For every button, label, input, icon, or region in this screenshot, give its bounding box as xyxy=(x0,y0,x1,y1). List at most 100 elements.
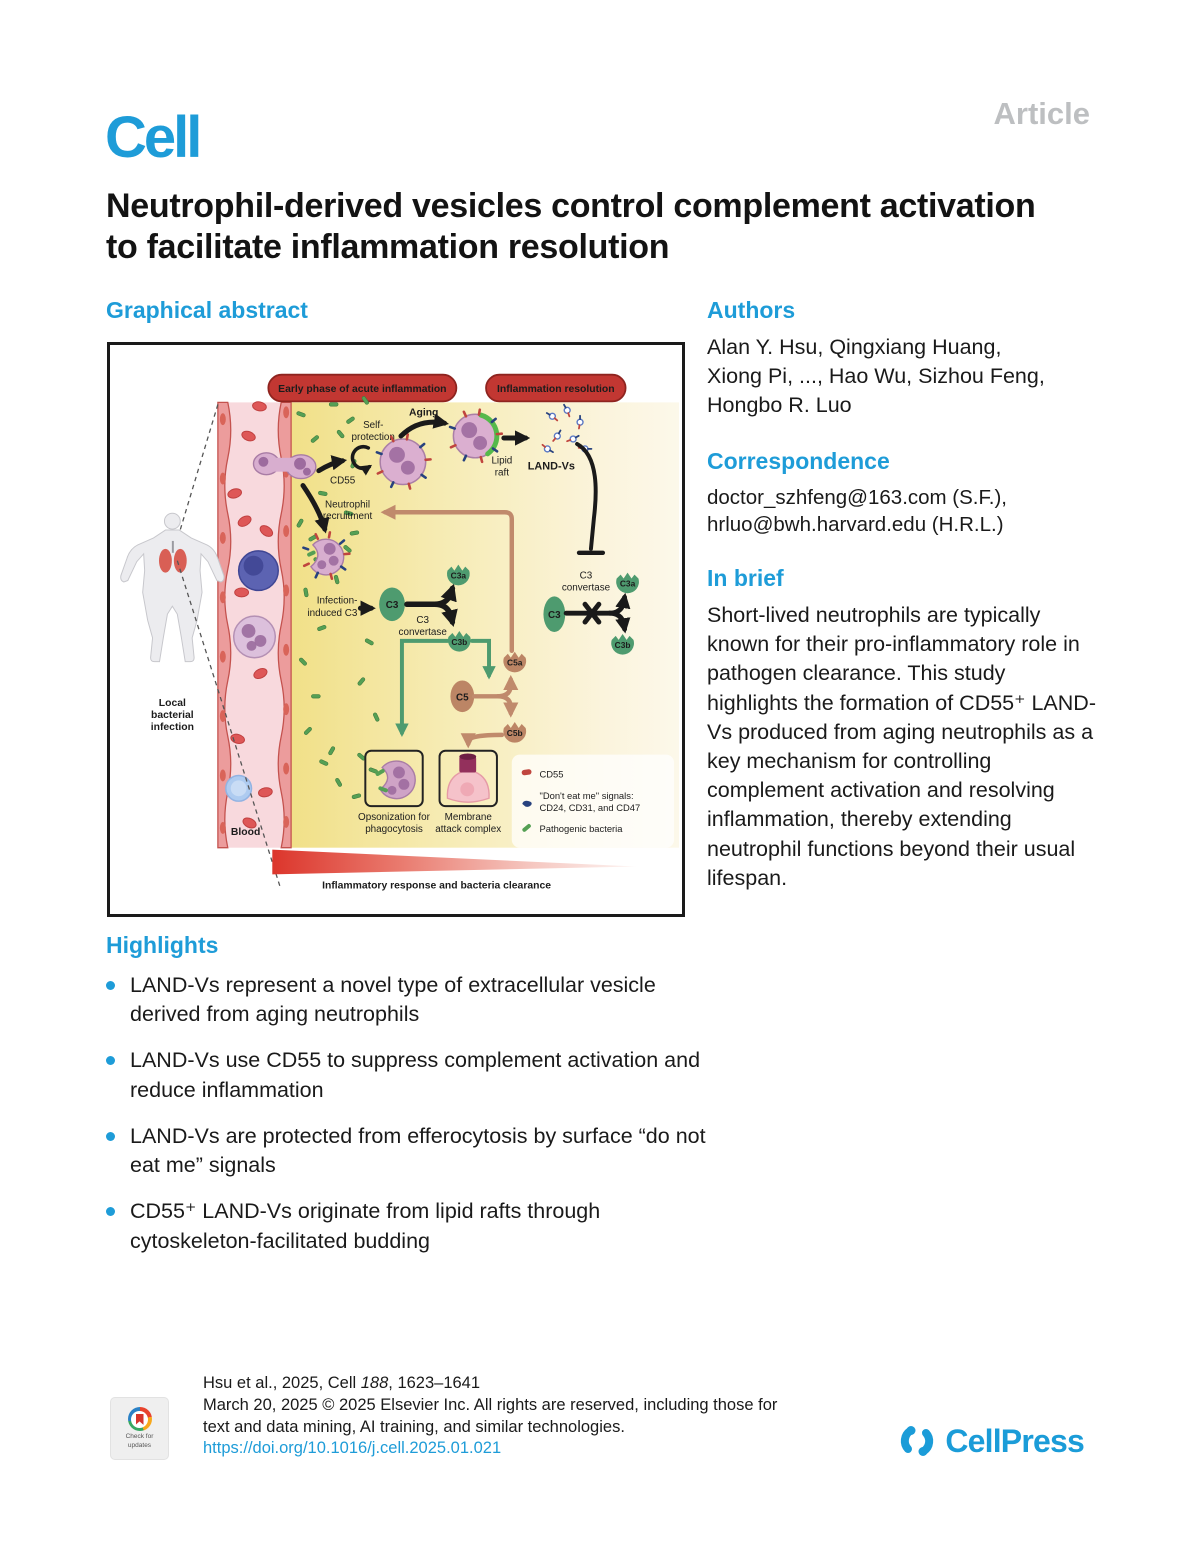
svg-text:C3: C3 xyxy=(386,600,399,611)
svg-text:C5: C5 xyxy=(456,692,469,703)
human-body-silhouette xyxy=(120,512,225,663)
zoom-dashed-line-bottom xyxy=(176,560,281,888)
inflammation-wedge xyxy=(272,849,637,875)
highlight-text: LAND-Vs use CD55 to suppress complement … xyxy=(130,1048,701,1102)
land-v-particle xyxy=(545,412,559,422)
doi-link[interactable]: https://doi.org/10.1016/j.cell.2025.01.0… xyxy=(203,1439,502,1458)
citation-block: Hsu et al., 2025, Cell 188, 1623–1641 Ma… xyxy=(203,1373,777,1460)
citation-line: Hsu et al., 2025, Cell 188, 1623–1641 xyxy=(203,1374,481,1392)
article-type-label: Article xyxy=(993,96,1090,131)
c3-protein-mid: C3 xyxy=(379,587,405,622)
cd55-cycle-arrow xyxy=(350,444,373,476)
infection-induced-label: Infection- xyxy=(317,595,358,606)
highlight-item: LAND-Vs are protected from efferocytosis… xyxy=(106,1122,720,1180)
author-line: Hongbo R. Luo xyxy=(707,393,852,418)
bullet-icon xyxy=(106,1056,115,1066)
vessel-wall-cell-nuclei xyxy=(219,406,290,834)
red-blood-cells xyxy=(227,401,274,829)
inhibition-curve xyxy=(575,441,598,551)
recruited-neutrophil xyxy=(302,531,351,581)
c5-fork-down xyxy=(495,694,519,718)
mac-label: Membrane xyxy=(445,812,493,823)
svg-text:C3a: C3a xyxy=(451,571,467,581)
bacteria-legend-label: Pathogenic bacteria xyxy=(539,823,623,834)
c3b-to-c5 xyxy=(470,638,496,680)
in-brief-heading: In brief xyxy=(707,564,784,591)
aged-neutrophil-lipid-raft xyxy=(448,408,504,464)
c5b-to-mac xyxy=(460,732,505,749)
highlight-text: LAND-Vs represent a novel type of extrac… xyxy=(130,973,656,1027)
author-line: Xiong Pi, ..., Hao Wu, Sizhou Feng, xyxy=(707,364,1045,389)
monocyte-blue-cell xyxy=(237,550,279,592)
cd55-label: CD55 xyxy=(330,476,356,487)
c5b-fragment: C5b xyxy=(503,722,527,743)
mac-box xyxy=(438,749,498,808)
copyright-line: text and data mining, AI training, and s… xyxy=(203,1417,625,1436)
svg-text:C5b: C5b xyxy=(507,728,523,738)
in-brief-text: Short-lived neutrophils are typically kn… xyxy=(707,602,1096,890)
right-column: Authors Alan Y. Hsu, Qingxiang Huang, Xi… xyxy=(707,297,1099,920)
correspondence-block: Correspondence doctor_szhfeng@163.com (S… xyxy=(707,448,1099,538)
land-v-particle xyxy=(541,443,554,454)
check-updates-icon xyxy=(127,1407,152,1432)
blocked-x-mark xyxy=(582,601,602,625)
svg-text:phagocytosis: phagocytosis xyxy=(365,824,423,835)
c5-protein: C5 xyxy=(450,680,475,713)
svg-text:attack complex: attack complex xyxy=(435,824,501,835)
svg-text:induced C3: induced C3 xyxy=(307,608,357,619)
c3-protein-right: C3 xyxy=(543,596,566,632)
c3b-fragment-mid: C3b xyxy=(447,630,471,652)
check-for-updates-badge[interactable]: Check for updates xyxy=(110,1397,169,1460)
graphical-abstract-figure: Local bacterial infection Blood Early ph… xyxy=(107,342,685,917)
authors-heading: Authors xyxy=(707,297,796,323)
opsonization-box xyxy=(364,749,424,808)
arrow-to-recruitment xyxy=(300,483,330,534)
self-protected-neutrophil xyxy=(375,433,432,490)
svg-text:Inflammation resolution: Inflammation resolution xyxy=(497,384,615,395)
svg-text:infection: infection xyxy=(151,722,194,733)
land-vs-label: LAND-Vs xyxy=(528,461,575,473)
svg-text:convertase: convertase xyxy=(562,582,611,593)
wedge-label: Inflammatory response and bacteria clear… xyxy=(322,880,551,891)
arrow-to-self-protection xyxy=(316,455,348,474)
opsonization-label: Opsonization for xyxy=(358,812,431,823)
bullet-icon xyxy=(106,1207,115,1217)
land-v-particle xyxy=(566,434,580,443)
svg-text:protection: protection xyxy=(352,432,395,443)
correspondence-email: hrluo@bwh.harvard.edu (H.R.L.) xyxy=(707,512,1004,536)
bookmark-icon xyxy=(135,1413,144,1425)
svg-text:C3b: C3b xyxy=(615,640,631,650)
highlight-text: CD55⁺ LAND-Vs originate from lipid rafts… xyxy=(130,1199,601,1253)
bullet-icon xyxy=(106,981,115,990)
badge-text: Check for xyxy=(125,1433,154,1441)
highlight-item: LAND-Vs use CD55 to suppress complement … xyxy=(106,1046,720,1104)
cell-journal-logo: Cell xyxy=(105,105,202,170)
mac-pore xyxy=(459,756,477,773)
cellpress-icon xyxy=(901,1426,934,1456)
zoom-dashed-line-top xyxy=(178,404,219,534)
highlights-section: Highlights LAND-Vs represent a novel typ… xyxy=(106,932,720,1273)
paper-title: Neutrophil-derived vesicles control comp… xyxy=(106,187,1036,266)
land-v-particle xyxy=(563,403,571,418)
banner-resolution: Inflammation resolution xyxy=(485,373,627,403)
neutrophil-recruitment-label: Neutrophil xyxy=(325,499,370,510)
blocked-fork-down xyxy=(607,610,631,634)
cd55-legend-icon xyxy=(521,769,532,776)
highlight-item: CD55⁺ LAND-Vs originate from lipid rafts… xyxy=(106,1197,720,1255)
graphical-abstract-heading: Graphical abstract xyxy=(106,297,308,323)
svg-text:raft: raft xyxy=(495,468,510,479)
c5a-feedback-arrow xyxy=(380,504,515,654)
c5a-fragment: C5a xyxy=(503,651,527,673)
dont-eat-me-legend-icon xyxy=(522,800,532,807)
lymphocyte-lightblue-cell xyxy=(225,774,253,802)
correspondence-email: doctor_szhfeng@163.com (S.F.), xyxy=(707,485,1007,509)
dont-eat-me-legend-label: "Don't eat me" signals: xyxy=(539,790,633,801)
svg-text:CD24, CD31, and CD47: CD24, CD31, and CD47 xyxy=(539,802,640,813)
highlight-text: LAND-Vs are protected from efferocytosis… xyxy=(130,1123,706,1178)
in-brief-block: In brief Short-lived neutrophils are typ… xyxy=(707,565,1099,893)
bacteria-legend-icon xyxy=(522,824,531,832)
aging-label: Aging xyxy=(409,407,438,418)
c3b-fragment-right: C3b xyxy=(611,633,634,655)
cd55-legend-label: CD55 xyxy=(539,768,563,779)
